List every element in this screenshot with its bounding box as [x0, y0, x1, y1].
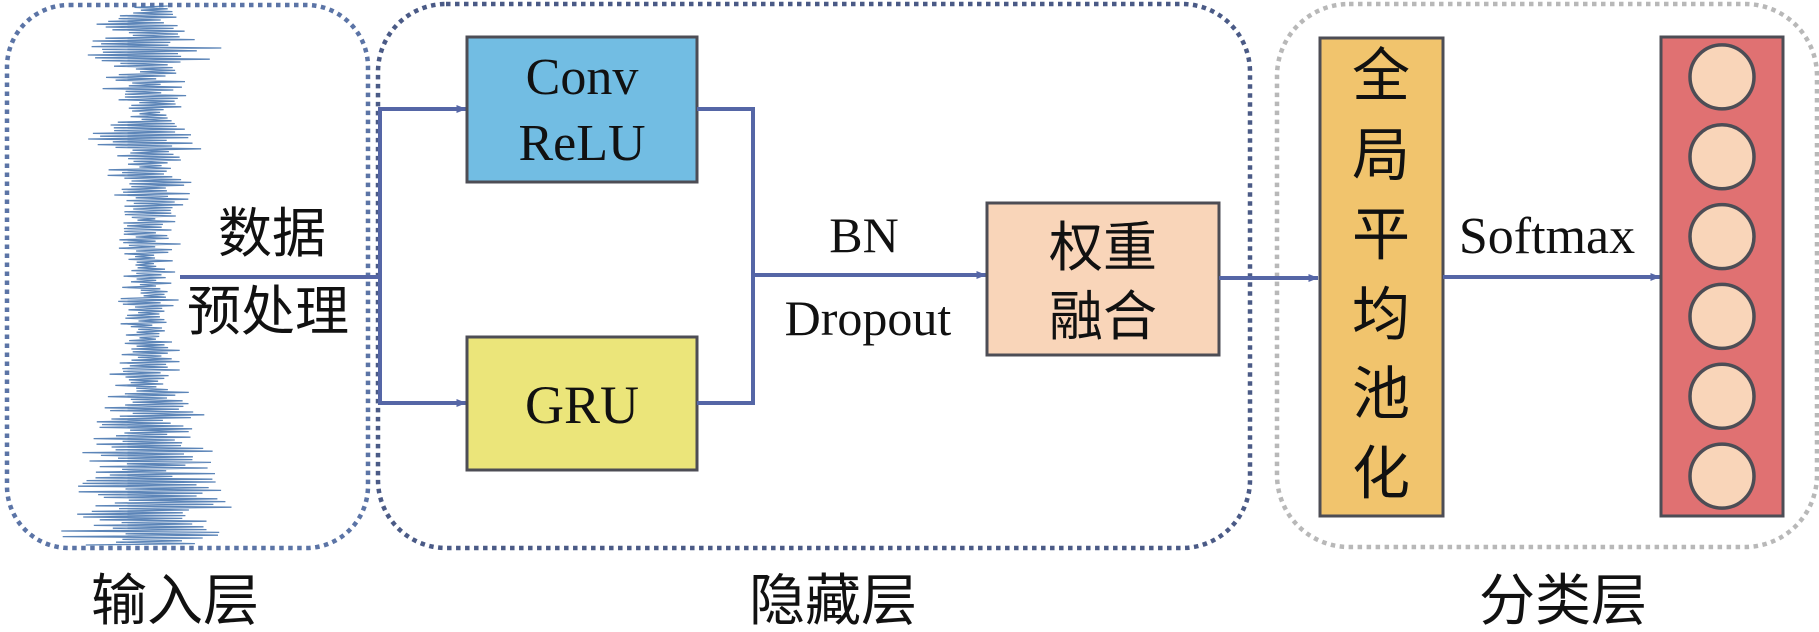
- softmax-output-block: [1659, 35, 1785, 518]
- conv-label: Conv: [526, 49, 639, 106]
- gap-char: 局: [1352, 121, 1410, 189]
- input-layer-label: 输入层: [91, 569, 259, 632]
- waveform-trace: [61, 5, 232, 546]
- output-neuron: [1688, 43, 1756, 111]
- output-neuron: [1688, 123, 1756, 191]
- preprocess-label-line1: 数据: [218, 202, 326, 265]
- relu-label: ReLU: [518, 115, 645, 172]
- gap-char: 全: [1352, 41, 1410, 109]
- hidden-layer-label: 隐藏层: [749, 569, 917, 632]
- global-average-pooling-block: [1318, 36, 1445, 518]
- conv-relu-block: [465, 35, 699, 184]
- gap-char: 化: [1352, 440, 1410, 508]
- gru-label: GRU: [525, 375, 639, 435]
- vibration-signal-waveform-icon: [61, 5, 232, 546]
- gap-char: 均: [1352, 280, 1410, 348]
- bn-label: BN: [829, 207, 898, 263]
- gap-char: 池: [1352, 360, 1410, 428]
- output-neuron: [1688, 362, 1756, 430]
- merge-connector: [697, 107, 755, 405]
- fusion-label-line2: 融合: [1049, 285, 1157, 348]
- softmax-label: Softmax: [1459, 208, 1635, 265]
- gap-char: 平: [1352, 201, 1410, 269]
- output-neurons: [1688, 43, 1756, 510]
- output-neuron: [1688, 442, 1756, 510]
- output-layer-label: 分类层: [1479, 569, 1647, 632]
- fusion-label-line1: 权重: [1049, 216, 1157, 279]
- gru-block: [465, 335, 699, 472]
- output-neuron: [1688, 202, 1756, 271]
- output-layer-container: [1274, 1, 1819, 550]
- preprocess-label-line2: 预处理: [187, 280, 349, 343]
- dropout-label: Dropout: [785, 290, 952, 346]
- weight-fusion-block: [985, 201, 1221, 357]
- output-neuron: [1688, 282, 1756, 351]
